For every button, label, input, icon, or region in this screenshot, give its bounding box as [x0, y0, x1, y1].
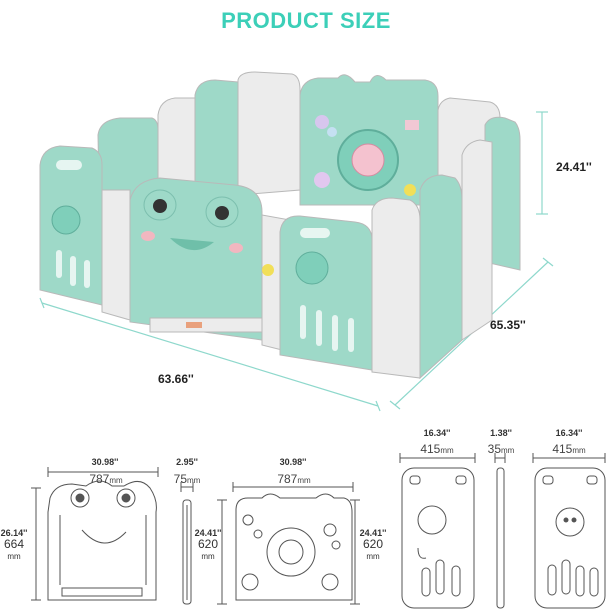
mint-panel-width-inches: 16.34'' — [555, 428, 583, 438]
gate-base — [149, 317, 263, 333]
play-panel-height-label: 24.41'' 620 mm — [359, 528, 387, 562]
gate-depth-mm: 75mm — [173, 472, 201, 486]
front-wheel-icon — [295, 251, 329, 285]
overall-width-label: 63.66'' — [158, 372, 194, 386]
panel-depth-mm: 35mm — [487, 442, 515, 456]
overall-height-label: 24.41'' — [556, 160, 592, 174]
frog-gate-width-inches: 30.98'' — [91, 457, 119, 467]
panel-depth-inches: 1.38'' — [490, 428, 512, 438]
frog-face — [141, 189, 274, 276]
play-wheel — [314, 115, 419, 196]
play-panel-width-inches: 30.98'' — [279, 457, 307, 467]
mint-panel-width-mm: 415mm — [552, 442, 586, 456]
side-wheel-icon — [51, 205, 81, 235]
panel-cutouts — [56, 160, 354, 352]
play-panel-width-mm: 787mm — [277, 472, 311, 486]
frog-gate-height-label: 26.14'' 664 mm — [0, 528, 28, 562]
gate-depth-inches: 2.95'' — [176, 457, 198, 467]
overall-depth-label: 65.35'' — [490, 318, 526, 332]
gate-latch — [186, 322, 202, 328]
white-panel-width-inches: 16.34'' — [423, 428, 451, 438]
gate-side-height-label: 24.41'' 620 mm — [194, 528, 222, 562]
white-panel-width-mm: 415mm — [420, 442, 454, 456]
page-title: PRODUCT SIZE — [221, 8, 391, 33]
technical-drawings — [31, 453, 606, 609]
frog-gate-width-mm: 787mm — [89, 472, 123, 486]
